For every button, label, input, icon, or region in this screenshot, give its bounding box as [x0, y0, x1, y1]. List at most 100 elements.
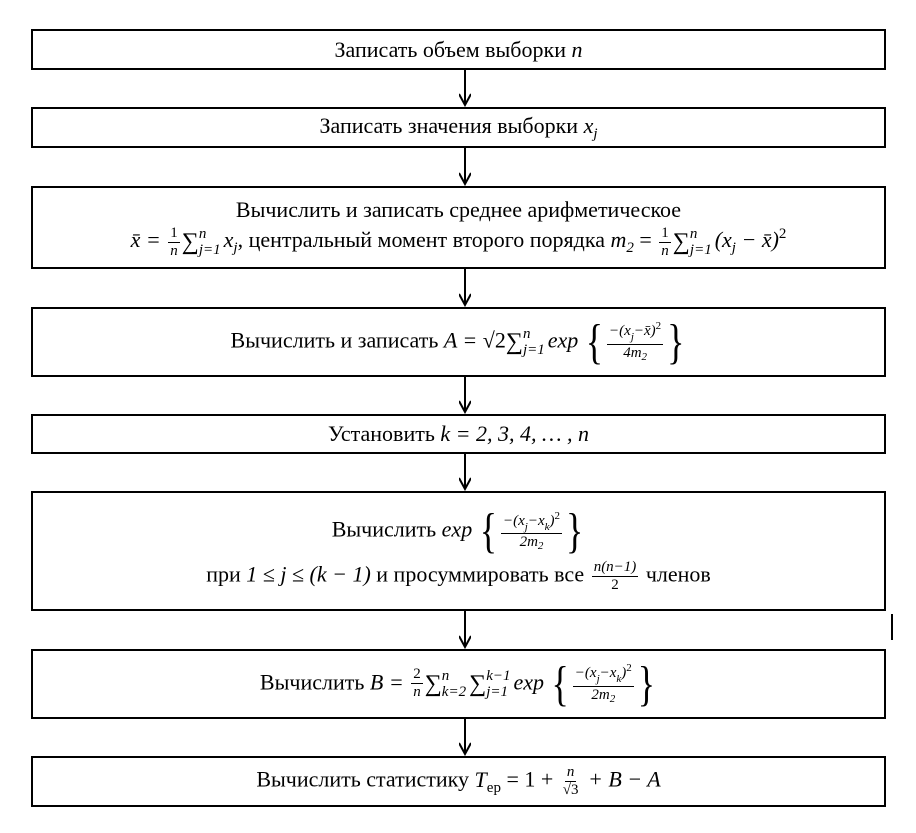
- sample-size-symbol: n: [571, 36, 583, 62]
- edge-mark: [891, 614, 893, 640]
- b-num-open: −(x: [574, 665, 597, 682]
- b-num-sub-j: j: [596, 673, 600, 686]
- a-den-main: 4m: [623, 344, 642, 361]
- step-compute-statistic: Вычислить статистику Tep = 1 + n√3 + B −…: [31, 756, 886, 807]
- sqrt-two: √2: [482, 327, 506, 353]
- b-num-mid: −x: [599, 665, 617, 682]
- moment-sum-lower: j=1: [689, 242, 712, 259]
- t-frac-num: n: [564, 763, 577, 782]
- terms-num-open: −(x: [502, 512, 525, 529]
- line2-sum-text: и просуммировать все: [376, 561, 585, 587]
- b-exp: exp: [513, 669, 544, 695]
- step-8-content: Вычислить статистику Tep = 1 + n√3 + B −…: [256, 763, 660, 798]
- b-left-brace: {: [551, 656, 569, 711]
- count-fraction: n(n−1)2: [591, 558, 639, 593]
- a-num-rest: −x̄): [633, 323, 656, 340]
- b-outer-sum-sign: ∑: [424, 671, 442, 697]
- b-right-brace: }: [637, 656, 656, 711]
- moment-frac-den: n: [661, 242, 669, 259]
- step-2-content: Записать значения выборки xj: [319, 112, 597, 144]
- mean-frac-num: 1: [168, 224, 180, 243]
- line2-when: при: [206, 561, 241, 587]
- step-3-line-1: Вычислить и записать среднее арифметичес…: [235, 196, 682, 222]
- terms-num-pow: 2: [554, 509, 561, 522]
- step-2-text: Записать значения выборки: [319, 112, 579, 138]
- step-1-text: Записать объем выборки: [334, 36, 566, 62]
- terms-exp: exp: [441, 516, 473, 542]
- b-exp-numerator: −(xj−xk)2: [572, 662, 634, 687]
- a-num-open: −(x: [609, 323, 631, 340]
- moment-text: , центральный момент второго порядка: [237, 227, 605, 253]
- arrow-5-6-icon: [459, 454, 471, 491]
- step-record-sample-size: Записать объем выборки n: [31, 29, 886, 70]
- t-symbol: T: [474, 766, 487, 792]
- a-num-sub: j: [630, 331, 634, 344]
- a-exp: exp: [547, 327, 579, 353]
- a-left-brace: {: [585, 314, 604, 369]
- step-7-text: Вычислить: [259, 669, 365, 695]
- arrow-7-8-icon: [459, 719, 471, 756]
- mean-frac-den: n: [170, 242, 178, 259]
- terms-exp-denominator: 2m2: [518, 534, 546, 552]
- moment-eq: =: [639, 227, 652, 253]
- t-frac-den: √3: [562, 781, 579, 798]
- sample-value-symbol: xj: [584, 113, 598, 142]
- j-condition: 1 ≤ j ≤ (k − 1): [246, 561, 371, 587]
- step-8-text: Вычислить статистику: [256, 766, 470, 792]
- t-eq: = 1 +: [506, 766, 554, 792]
- a-num-pow: 2: [655, 320, 662, 333]
- arrow-6-7-icon: [459, 611, 471, 649]
- terms-num-sub-k: k: [544, 520, 550, 533]
- b-outer-lower: k=2: [441, 684, 467, 700]
- b-num-sub-k: k: [616, 673, 622, 686]
- a-right-brace: }: [667, 314, 685, 369]
- moment-sum-sign: ∑: [672, 229, 690, 256]
- b-lhs: B =: [369, 669, 404, 695]
- moment-frac-num: 1: [659, 224, 671, 243]
- terms-exp-numerator: −(xj−xk)2: [500, 509, 562, 535]
- moment-sum-upper: n: [689, 225, 698, 242]
- j-subscript: j: [593, 125, 598, 142]
- terms-num-sub-j: j: [524, 520, 528, 533]
- step-compute-mean-and-moment: Вычислить и записать среднее арифметичес…: [31, 186, 886, 269]
- terms-left-brace: {: [479, 503, 497, 558]
- step-6-line-2: при 1 ≤ j ≤ (k − 1) и просуммировать все…: [206, 558, 711, 593]
- b-inner-lower: j=1: [486, 684, 508, 700]
- moment-term: (xj − x̄)2: [714, 226, 787, 256]
- moment-term-rest: − x̄): [741, 227, 779, 253]
- b-den-main: 2m: [591, 686, 610, 703]
- b-outer-upper: n: [441, 667, 450, 684]
- moment-term-open: (x: [714, 227, 732, 253]
- t-lhs: Tep: [474, 766, 501, 796]
- b-num-pow: 2: [626, 662, 632, 675]
- a-sum-sign: ∑: [505, 329, 523, 355]
- count-frac-num: n(n−1): [591, 558, 639, 577]
- a-lhs: A =: [443, 327, 478, 353]
- moment-lhs: m2: [610, 227, 633, 256]
- mean-sum-upper: n: [198, 225, 207, 242]
- arrow-3-4-icon: [459, 269, 471, 307]
- terms-den-main: 2m: [519, 534, 538, 551]
- mean-term: xj: [224, 227, 238, 256]
- mean-sum-sign: ∑: [181, 229, 199, 256]
- terms-num-mid: −x: [527, 512, 545, 529]
- step-record-sample-values: Записать значения выборки xj: [31, 107, 886, 148]
- step-6-text: Вычислить: [331, 516, 437, 542]
- b-inner-upper: k−1: [486, 667, 511, 684]
- a-den-sub: 2: [641, 350, 648, 363]
